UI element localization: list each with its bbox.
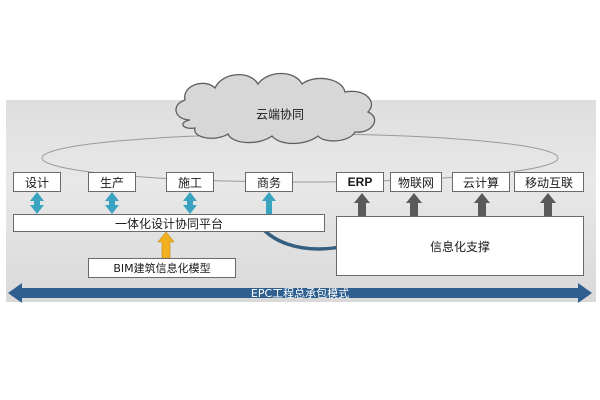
arrow-group-gray — [354, 193, 556, 216]
cloud-icon — [175, 72, 376, 145]
mobile-up-arrow-icon — [540, 193, 556, 216]
epc-double-arrow-icon — [8, 283, 592, 303]
epc-label: EPC工程总承包模式 — [250, 287, 350, 300]
cloud-computing-box: 云计算 — [452, 172, 510, 192]
erp-box: ERP — [336, 172, 384, 192]
iot-box: 物联网 — [390, 172, 442, 192]
cloud-computing-up-arrow-icon — [474, 193, 490, 216]
platform-box: 一体化设计协同平台 — [13, 214, 325, 232]
production-double-arrow-icon — [105, 192, 119, 214]
business-box: 商务 — [245, 172, 293, 192]
bim-up-arrow-icon — [157, 231, 175, 259]
production-box: 生产 — [88, 172, 136, 192]
bim-box: BIM建筑信息化模型 — [88, 258, 236, 278]
iot-up-arrow-icon — [406, 193, 422, 216]
design-double-arrow-icon — [30, 192, 44, 214]
mobile-internet-box: 移动互联 — [514, 172, 584, 192]
info-support-box: 信息化支撑 — [336, 216, 584, 276]
construction-box: 施工 — [166, 172, 214, 192]
erp-up-arrow-icon — [354, 193, 370, 216]
cloud-label: 云端协同 — [255, 107, 305, 122]
construction-double-arrow-icon — [183, 192, 197, 214]
design-box: 设计 — [13, 172, 61, 192]
